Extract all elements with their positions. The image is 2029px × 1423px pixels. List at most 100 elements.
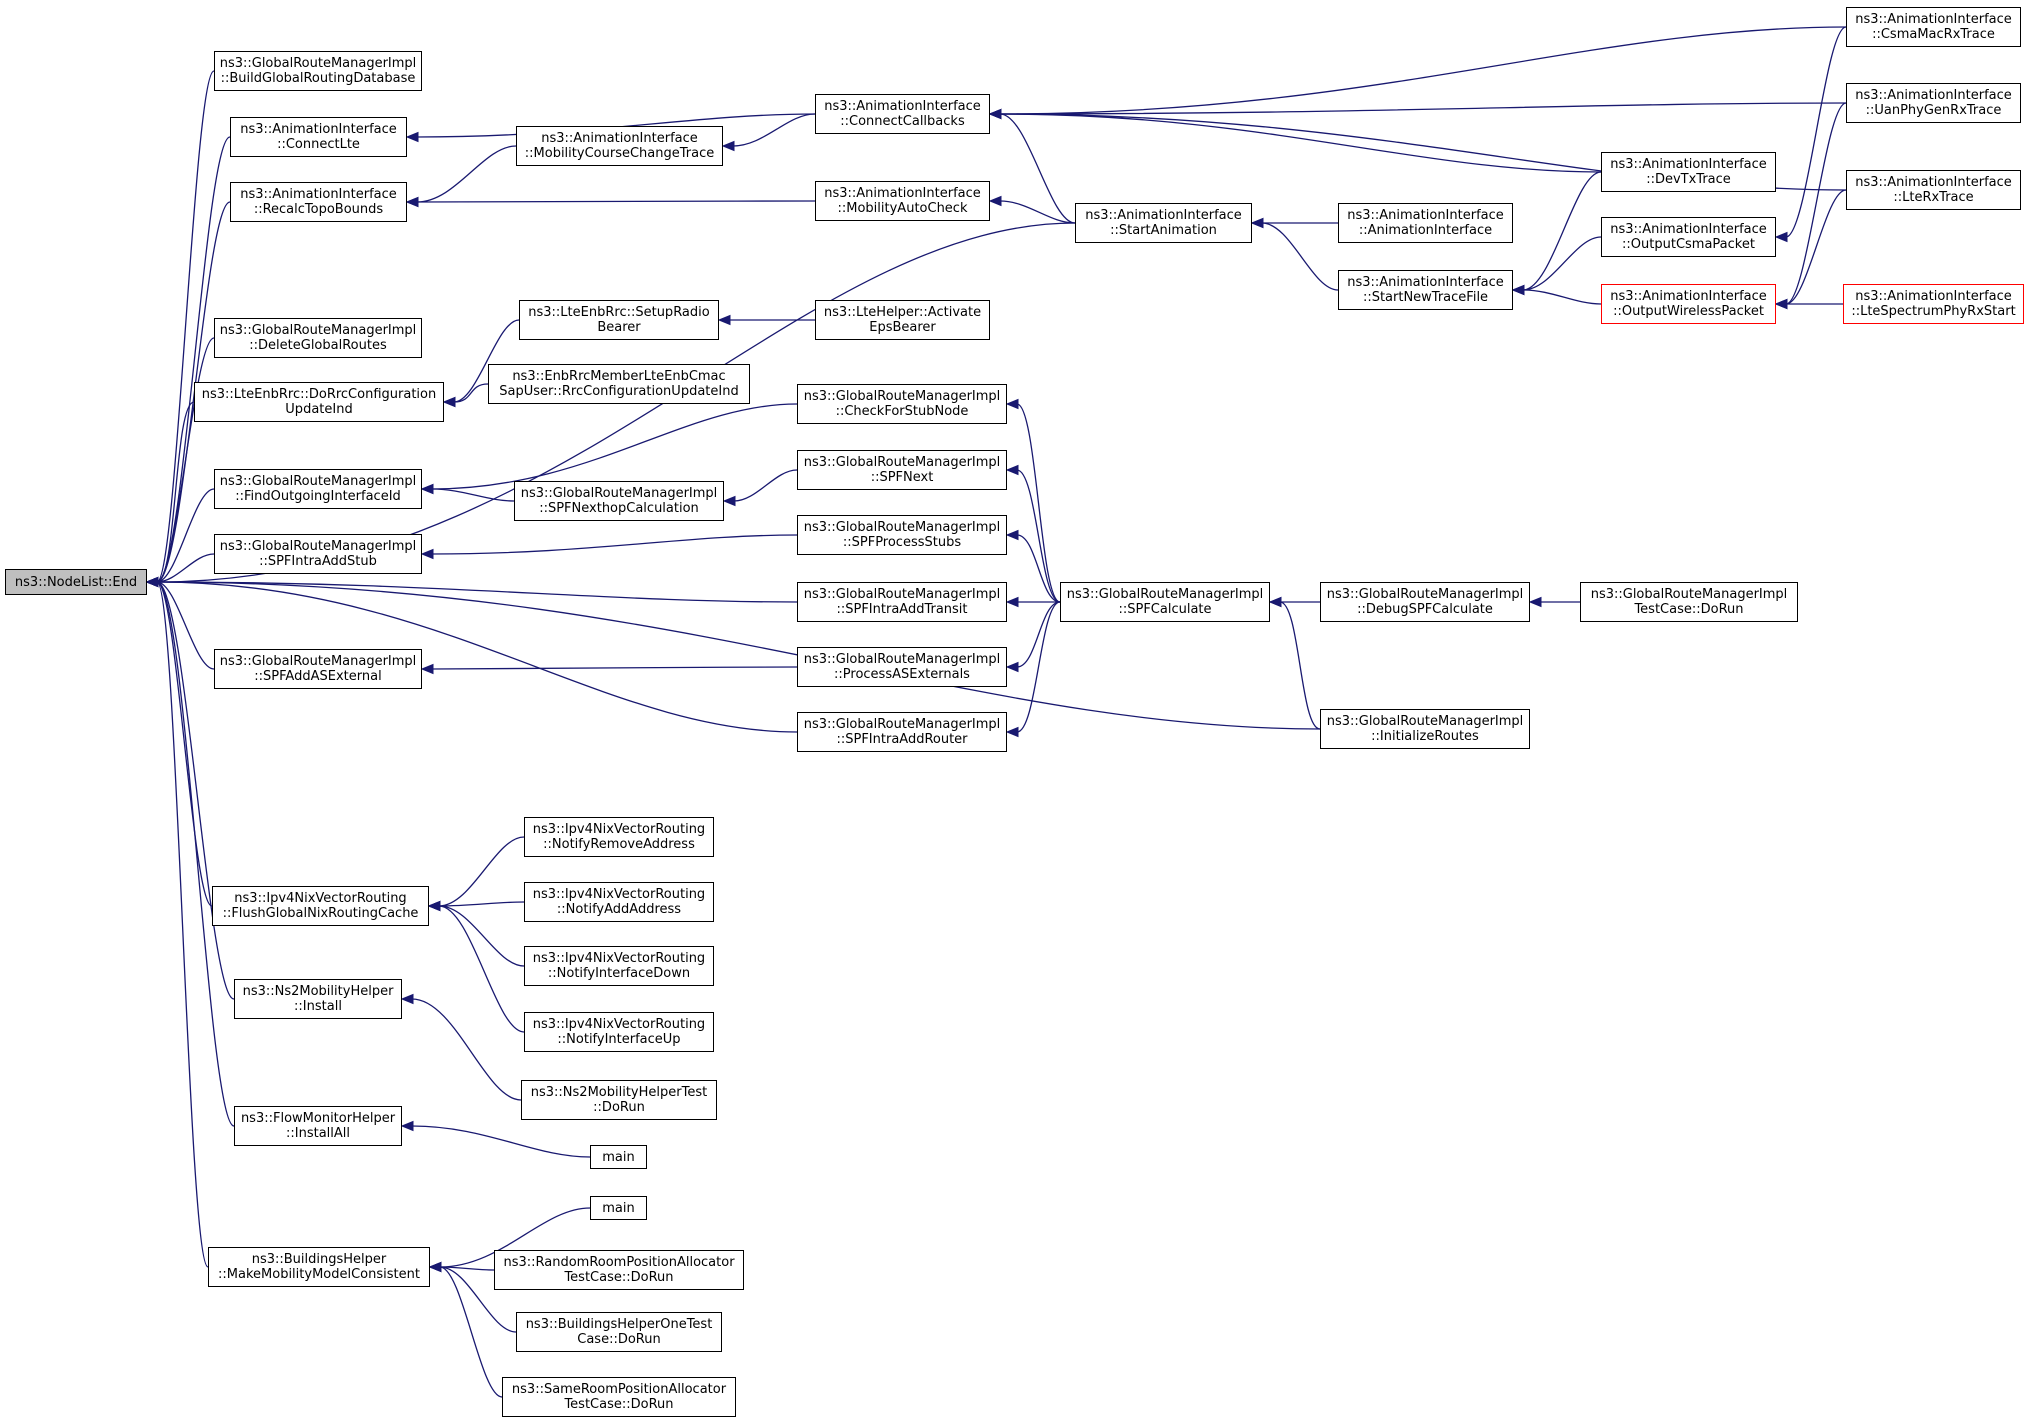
node-label-line: ns3::LteHelper::Activate bbox=[823, 305, 982, 320]
call-edge-arrowhead bbox=[1005, 596, 1019, 608]
node-ndown[interactable]: ns3::Ipv4NixVectorRouting::NotifyInterfa… bbox=[524, 946, 714, 986]
call-edge bbox=[438, 901, 525, 907]
node-label-line: ::NotifyInterfaceUp bbox=[557, 1032, 681, 1047]
call-edge bbox=[439, 1266, 503, 1398]
call-edge-arrowhead bbox=[1005, 398, 1019, 410]
node-stub[interactable]: ns3::GlobalRouteManagerImpl::SPFIntraAdd… bbox=[214, 534, 422, 574]
node-ns2inst[interactable]: ns3::Ns2MobilityHelper::Install bbox=[234, 979, 402, 1019]
node-flowall[interactable]: ns3::FlowMonitorHelper::InstallAll bbox=[234, 1106, 402, 1146]
call-edge-arrowhead bbox=[721, 140, 735, 152]
node-spfnext[interactable]: ns3::GlobalRouteManagerImpl::SPFNext bbox=[797, 450, 1007, 490]
node-transit[interactable]: ns3::GlobalRouteManagerImpl::SPFIntraAdd… bbox=[797, 582, 1007, 622]
node-label-line: ns3::GlobalRouteManagerImpl bbox=[803, 389, 1001, 404]
node-flush[interactable]: ns3::Ipv4NixVectorRouting::FlushGlobalNi… bbox=[212, 886, 429, 926]
call-edge bbox=[1016, 601, 1061, 733]
node-startanim[interactable]: ns3::AnimationInterface::StartAnimation bbox=[1075, 203, 1252, 243]
node-label-line: ::SPFCalculate bbox=[1118, 602, 1212, 617]
node-gbuild[interactable]: ns3::GlobalRouteManagerImpl::BuildGlobal… bbox=[214, 51, 422, 91]
call-edge bbox=[1522, 289, 1602, 305]
call-edge-arrowhead bbox=[420, 483, 434, 495]
node-asext[interactable]: ns3::GlobalRouteManagerImpl::SPFAddASExt… bbox=[214, 649, 422, 689]
call-edge bbox=[453, 383, 489, 403]
node-gdel[interactable]: ns3::GlobalRouteManagerImpl::DeleteGloba… bbox=[214, 318, 422, 358]
node-label-line: ns3::AnimationInterface bbox=[1347, 208, 1504, 223]
node-main1[interactable]: main bbox=[590, 1145, 647, 1169]
call-edge bbox=[1279, 601, 1321, 730]
node-label-line: ::DevTxTrace bbox=[1646, 172, 1731, 187]
node-ns2test[interactable]: ns3::Ns2MobilityHelperTest::DoRun bbox=[521, 1080, 717, 1120]
node-conncb[interactable]: ns3::AnimationInterface::ConnectCallback… bbox=[815, 94, 990, 134]
node-procstubs[interactable]: ns3::GlobalRouteManagerImpl::SPFProcessS… bbox=[797, 515, 1007, 555]
node-label-line: ns3::AnimationInterface bbox=[1855, 88, 2012, 103]
call-edge-arrowhead bbox=[717, 314, 731, 326]
call-edge bbox=[156, 488, 215, 583]
node-label-line: SapUser::RrcConfigurationUpdateInd bbox=[499, 384, 739, 399]
node-nup[interactable]: ns3::Ipv4NixVectorRouting::NotifyInterfa… bbox=[524, 1012, 714, 1052]
call-edge-arrowhead bbox=[428, 1261, 442, 1273]
node-label-line: ns3::GlobalRouteManagerImpl bbox=[219, 56, 417, 71]
node-nadd[interactable]: ns3::Ipv4NixVectorRouting::NotifyAddAddr… bbox=[524, 882, 714, 922]
node-procas[interactable]: ns3::GlobalRouteManagerImpl::ProcessASEx… bbox=[797, 647, 1007, 687]
call-edge-arrowhead bbox=[442, 396, 456, 408]
node-label-line: ns3::SameRoomPositionAllocator bbox=[511, 1382, 727, 1397]
node-label-line: ns3::GlobalRouteManagerImpl bbox=[1066, 587, 1264, 602]
node-nrem[interactable]: ns3::Ipv4NixVectorRouting::NotifyRemoveA… bbox=[524, 817, 714, 857]
node-label-line: ns3::Ns2MobilityHelper bbox=[242, 984, 394, 999]
call-edge-arrowhead bbox=[427, 900, 441, 912]
node-outwl[interactable]: ns3::AnimationInterface::OutputWirelessP… bbox=[1601, 284, 1776, 324]
node-label-line: ::DeleteGlobalRoutes bbox=[249, 338, 387, 353]
node-devtx[interactable]: ns3::AnimationInterface::DevTxTrace bbox=[1601, 152, 1776, 192]
node-spfcalc[interactable]: ns3::GlobalRouteManagerImpl::SPFCalculat… bbox=[1060, 582, 1270, 622]
node-checkstub[interactable]: ns3::GlobalRouteManagerImpl::CheckForStu… bbox=[797, 384, 1007, 424]
call-edge bbox=[1522, 236, 1602, 291]
node-label-line: ns3::EnbRrcMemberLteEnbCmac bbox=[512, 369, 726, 384]
node-bhmake[interactable]: ns3::BuildingsHelper::MakeMobilityModelC… bbox=[208, 1247, 430, 1287]
node-label-line: ::OutputWirelessPacket bbox=[1613, 304, 1764, 319]
node-label-line: ns3::BuildingsHelperOneTest bbox=[525, 1317, 713, 1332]
node-label-line: ns3::Ipv4NixVectorRouting bbox=[532, 887, 706, 902]
node-label-line: ::FlushGlobalNixRoutingCache bbox=[222, 906, 419, 921]
node-mobcourse[interactable]: ns3::AnimationInterface::MobilityCourseC… bbox=[516, 126, 723, 166]
call-edge bbox=[156, 401, 195, 583]
node-label-line: ns3::Ipv4NixVectorRouting bbox=[532, 1017, 706, 1032]
node-label-line: ::InstallAll bbox=[285, 1126, 350, 1141]
call-edge bbox=[156, 581, 798, 603]
node-nexthop[interactable]: ns3::GlobalRouteManagerImpl::SPFNexthopC… bbox=[514, 481, 724, 521]
node-findout[interactable]: ns3::GlobalRouteManagerImpl::FindOutgoin… bbox=[214, 469, 422, 509]
call-edge bbox=[733, 469, 798, 502]
node-outcsma[interactable]: ns3::AnimationInterface::OutputCsmaPacke… bbox=[1601, 217, 1776, 257]
node-initroutes[interactable]: ns3::GlobalRouteManagerImpl::InitializeR… bbox=[1320, 709, 1530, 749]
node-label-line: ns3::AnimationInterface bbox=[824, 99, 981, 114]
node-csmarx[interactable]: ns3::AnimationInterface::CsmaMacRxTrace bbox=[1846, 7, 2021, 47]
node-mobauto[interactable]: ns3::AnimationInterface::MobilityAutoChe… bbox=[815, 181, 990, 221]
call-edge bbox=[156, 581, 235, 1127]
call-edge bbox=[156, 581, 213, 907]
node-label-line: ::DoRun bbox=[593, 1100, 645, 1115]
node-label-line: ns3::LteEnbRrc::SetupRadio bbox=[528, 305, 710, 320]
node-main2[interactable]: main bbox=[590, 1196, 647, 1220]
node-newtrace[interactable]: ns3::AnimationInterface::StartNewTraceFi… bbox=[1338, 270, 1513, 310]
node-debugspf[interactable]: ns3::GlobalRouteManagerImpl::DebugSPFCal… bbox=[1320, 582, 1530, 622]
call-edge bbox=[411, 998, 522, 1101]
node-connlte[interactable]: ns3::AnimationInterface::ConnectLte bbox=[230, 117, 407, 157]
call-edge bbox=[156, 70, 215, 583]
node-animctor[interactable]: ns3::AnimationInterface::AnimationInterf… bbox=[1338, 203, 1513, 243]
call-edge bbox=[1785, 189, 1847, 305]
node-label-line: ns3::AnimationInterface bbox=[1855, 175, 2012, 190]
node-label-line: ::ProcessASExternals bbox=[834, 667, 970, 682]
node-recalc[interactable]: ns3::AnimationInterface::RecalcTopoBound… bbox=[230, 182, 407, 222]
node-label-line: ::MobilityCourseChangeTrace bbox=[524, 146, 715, 161]
node-ltespec[interactable]: ns3::AnimationInterface::LteSpectrumPhyR… bbox=[1843, 284, 2024, 324]
node-uanrx[interactable]: ns3::AnimationInterface::UanPhyGenRxTrac… bbox=[1846, 83, 2021, 123]
node-router[interactable]: ns3::GlobalRouteManagerImpl::SPFIntraAdd… bbox=[797, 712, 1007, 752]
node-lterx[interactable]: ns3::AnimationInterface::LteRxTrace bbox=[1846, 170, 2021, 210]
